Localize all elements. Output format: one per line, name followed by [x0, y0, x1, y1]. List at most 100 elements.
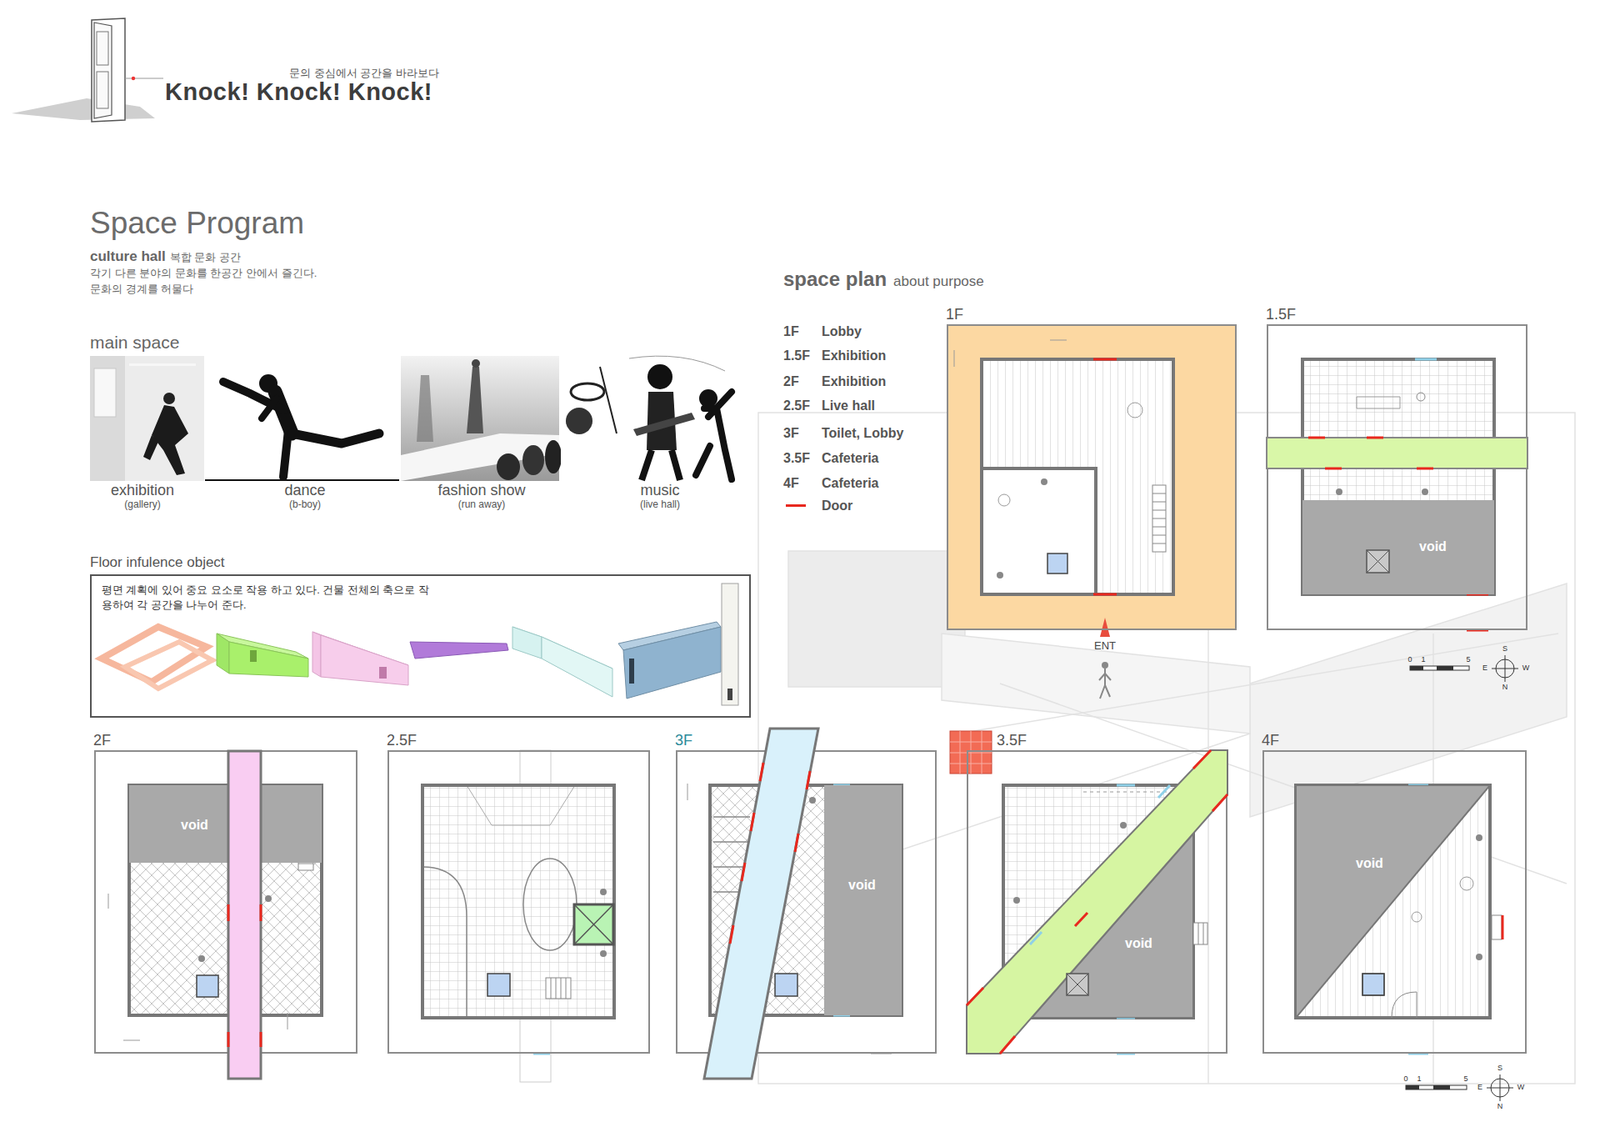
plan-1-5f [1466, 629, 1489, 632]
photo-music [560, 355, 735, 481]
photo-music [647, 364, 673, 390]
plan-1f [1093, 358, 1117, 361]
photo-music [629, 355, 725, 371]
band-3-5f [966, 750, 1228, 1054]
board-label: (b-boy) [289, 498, 321, 510]
photo-exhibition [90, 355, 125, 481]
legend-text: Door [821, 497, 853, 514]
floor-plan: 3Fvoid [675, 750, 937, 1054]
plan-1f [1101, 661, 1109, 669]
void-triangle [1295, 785, 1490, 1018]
door-icon [11, 18, 164, 122]
photo-music [570, 383, 605, 400]
plan-3-5f [1003, 785, 1194, 1018]
plan-3f [809, 796, 816, 804]
void-label: void [1355, 853, 1384, 873]
plan-1f [946, 324, 1237, 630]
floor-plan: 2Fvoid [94, 750, 358, 1054]
plan-1-5f [1302, 359, 1495, 595]
plan-3-5f [950, 730, 1208, 1054]
plan-1f [1093, 593, 1117, 596]
plan-2f [198, 955, 205, 962]
void-label: void [1125, 933, 1153, 953]
photo-music [560, 355, 735, 481]
plan-3-5f [1120, 821, 1127, 829]
plan-2f [129, 785, 322, 1015]
photo-exhibition [151, 405, 189, 475]
plan-1-5f [1302, 359, 1495, 595]
scale-bar [1405, 1085, 1420, 1090]
board-label: Lobby [821, 323, 862, 340]
board-label: (run away) [458, 498, 506, 510]
floor-label: 3F [675, 729, 693, 751]
plan-1-5f [1335, 488, 1343, 495]
photo-dance [205, 479, 400, 481]
plan-2-5f [520, 1017, 551, 1082]
floor-label: 1F [945, 303, 964, 325]
floor-plan: 4Fvoid [1262, 750, 1527, 1054]
floor-label: 1.5F [1265, 303, 1296, 325]
plan-4f [1411, 911, 1422, 922]
plan-1f [981, 468, 1096, 595]
void-triangle [1031, 833, 1194, 1018]
board-label: 1.5F [783, 347, 810, 364]
box-heading: Floor infulence object [90, 552, 225, 574]
plan-3f [775, 973, 798, 996]
backdrop-model [941, 633, 1250, 734]
photo-dance [205, 355, 400, 481]
board-label: 5 [1465, 655, 1470, 665]
board-label: W [1517, 1082, 1525, 1092]
board-label: ENT [1094, 639, 1116, 653]
board-label: 0 [1403, 1074, 1408, 1084]
board-label: S [1497, 1063, 1503, 1073]
photo-dance [283, 430, 289, 477]
void-area: void [1295, 785, 1490, 1018]
door-icon [131, 76, 135, 80]
plan-3-5f [1003, 785, 1194, 1018]
plan-1-5f [1302, 359, 1495, 595]
band-2f [228, 750, 261, 1079]
board-label: 각기 다른 분야의 문화를 한공간 안에서 즐긴다. [90, 266, 317, 280]
backdrop-model [788, 550, 965, 687]
band-1-5f [1366, 550, 1390, 573]
plan-4f [1475, 953, 1483, 960]
note-box: Floor infulence object평면 계획에 있어 중요 요소로 작… [90, 574, 751, 718]
plan-1f [1152, 493, 1166, 544]
plan-4f [1295, 785, 1490, 1018]
band-1-5f [1366, 550, 1390, 573]
band-1-5f [1266, 437, 1528, 573]
floor-label: 3.5F [996, 729, 1027, 751]
plan-3f [710, 785, 825, 1015]
box-note: 평면 계획에 있어 중요 요소로 작용 하고 있다. 건물 전체의 축으로 작용… [101, 582, 435, 613]
photo-dance [261, 398, 277, 419]
board-label: Cafeteria [821, 450, 879, 466]
photo-dance [291, 433, 380, 444]
plan-2-5f [422, 750, 615, 1082]
board-label: fashion show [437, 481, 525, 500]
plan-4f [1362, 973, 1385, 995]
photo-music [600, 366, 617, 434]
photo-music [633, 412, 695, 436]
plan-1f [998, 494, 1010, 506]
plan-3-5f [1003, 785, 1194, 1018]
band-3f [704, 728, 819, 1079]
plan-3-5f [1083, 791, 1184, 793]
plan-2-5f [422, 866, 467, 1018]
plan-2-5f [574, 904, 614, 945]
photo-exhibition [90, 355, 205, 481]
plan-2-5f [600, 950, 607, 957]
plan-2-5f [520, 750, 551, 785]
floor-label: 2.5F [386, 729, 417, 751]
photo-music [695, 391, 732, 480]
band-3-5f [1066, 973, 1089, 995]
photo-fashion-show [496, 453, 520, 480]
void-area: void [129, 785, 322, 863]
plan-1f [983, 468, 1095, 593]
plan-3-5f [1116, 1052, 1135, 1055]
plan-3-5f [1116, 784, 1135, 787]
board-label: E [1482, 663, 1488, 673]
void-area: void [824, 785, 902, 1015]
plan-4f [1391, 991, 1417, 1018]
void-marks [1362, 973, 1385, 995]
north-compass [1491, 655, 1519, 682]
